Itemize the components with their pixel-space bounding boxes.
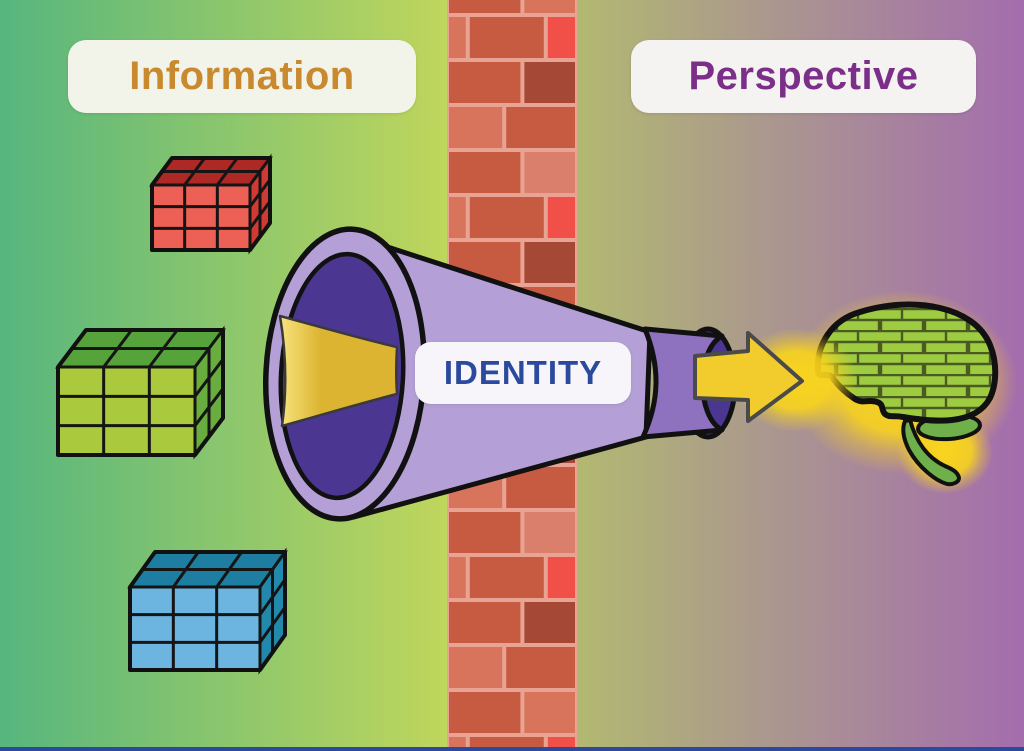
- brick: [524, 602, 575, 643]
- brick: [469, 557, 544, 598]
- brick: [524, 0, 575, 13]
- cube-front-face: [56, 365, 197, 457]
- brick: [524, 152, 575, 193]
- cube-outline: [128, 550, 287, 672]
- brick: [449, 0, 521, 13]
- output-arrow: [693, 331, 804, 423]
- cube-grid-lines: [56, 328, 225, 457]
- perspective-label: Perspective: [631, 40, 976, 113]
- brick: [449, 512, 521, 553]
- bottom-border: [0, 747, 1024, 751]
- cube-grid-lines: [128, 550, 287, 672]
- brain-stem: [901, 417, 962, 487]
- cube-front-face: [128, 585, 262, 672]
- brain-icon: [789, 290, 1017, 494]
- brick: [469, 197, 544, 238]
- red-cube: [149, 153, 273, 255]
- green-cube: [54, 325, 227, 460]
- brick: [449, 647, 503, 688]
- brick: [449, 197, 466, 238]
- brick: [524, 512, 575, 553]
- brick: [449, 602, 521, 643]
- brick: [524, 692, 575, 733]
- brick: [547, 17, 575, 58]
- cube-grid-lines: [150, 156, 272, 252]
- cube-outline: [150, 156, 272, 252]
- brick: [547, 197, 575, 238]
- brick: [547, 557, 575, 598]
- brain-lobe: [814, 301, 999, 424]
- brick: [469, 17, 544, 58]
- blue-cube: [127, 547, 288, 675]
- identity-label-text: IDENTITY: [443, 354, 603, 391]
- brick: [449, 692, 521, 733]
- information-label: Information: [68, 40, 416, 113]
- brick: [449, 62, 521, 103]
- brick: [449, 17, 466, 58]
- brick: [506, 647, 575, 688]
- input-ribbon-arrow: [278, 314, 399, 428]
- identity-label: IDENTITY: [415, 342, 631, 404]
- brick: [449, 152, 521, 193]
- cube-front-face: [150, 183, 252, 252]
- brick: [506, 107, 575, 148]
- cube-outline: [56, 328, 225, 457]
- brick: [524, 242, 575, 283]
- perspective-label-text: Perspective: [688, 54, 919, 98]
- brick: [449, 557, 466, 598]
- identity-funnel: [262, 226, 858, 522]
- brick: [524, 62, 575, 103]
- information-label-text: Information: [129, 54, 355, 98]
- brick: [449, 107, 503, 148]
